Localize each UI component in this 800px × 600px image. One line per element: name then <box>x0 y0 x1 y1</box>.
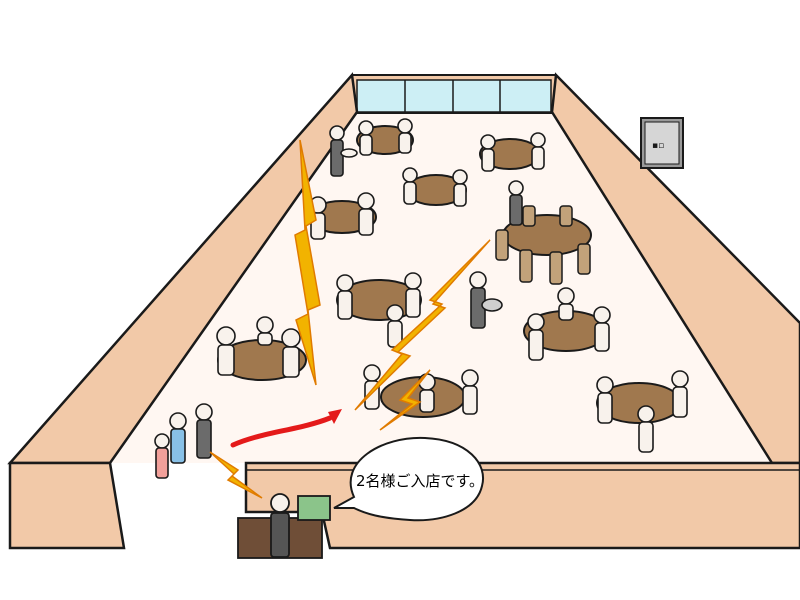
window <box>356 79 552 113</box>
lightning-icon <box>209 451 263 499</box>
lightning-bolts <box>209 139 491 499</box>
arrow-icon <box>230 409 342 448</box>
waiters <box>329 125 524 329</box>
front-wall-left <box>8 461 126 550</box>
wall-panel: ▪▫ <box>640 117 684 169</box>
lightning-icon <box>294 139 321 386</box>
lightning-icon <box>354 239 491 411</box>
speech-bubble-text: 2名様ご入店です。 <box>356 472 484 490</box>
host <box>270 493 290 513</box>
register-screen <box>297 495 331 521</box>
chairs <box>495 205 591 285</box>
back-wall <box>351 74 557 114</box>
speech-bubble: 2名様ご入店です。 <box>333 436 484 522</box>
diners <box>216 118 689 453</box>
entering-guests <box>154 403 213 479</box>
svg-text:▪▫: ▪▫ <box>652 141 664 151</box>
lightning-icon <box>379 369 431 431</box>
reception-desk <box>237 493 331 559</box>
